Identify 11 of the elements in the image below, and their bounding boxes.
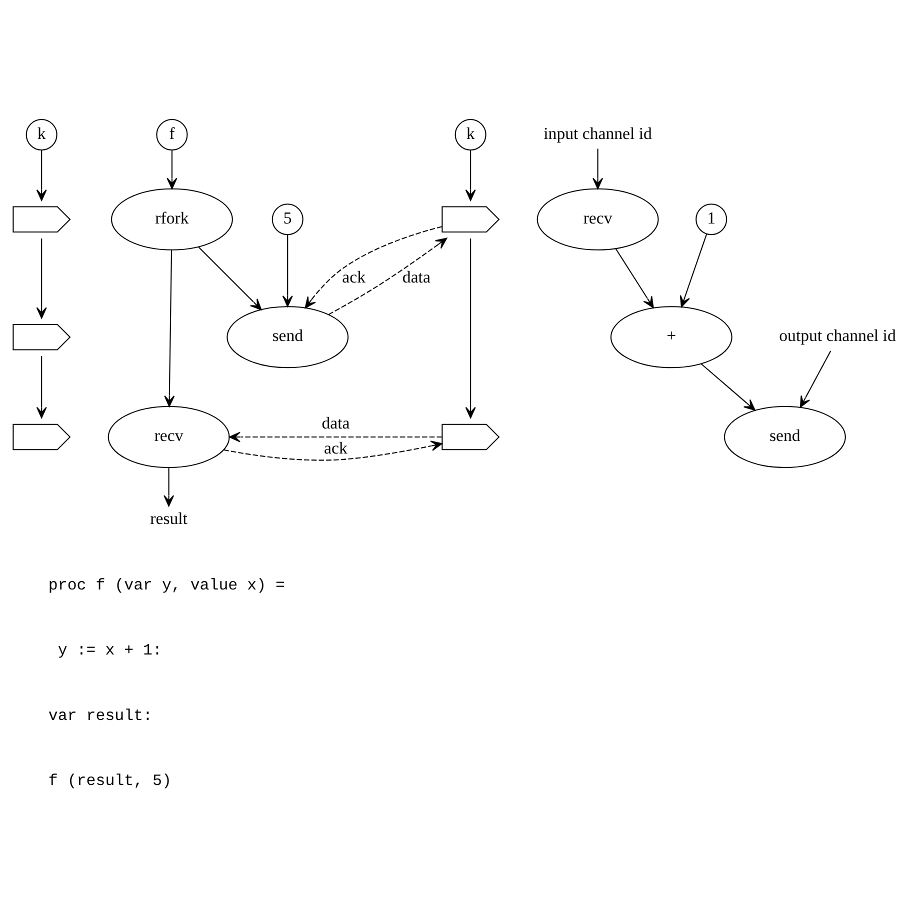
label: f (result, 5)	[48, 772, 171, 790]
node-text: input channel id	[543, 123, 652, 142]
edge-label: data	[321, 412, 350, 432]
edge-label: ack	[342, 266, 366, 286]
label: var result:	[48, 706, 152, 724]
node-text: output channel id	[778, 326, 896, 345]
node-text: result	[150, 508, 187, 528]
label: proc f (var y, value x) =	[48, 576, 284, 594]
edge-label: data	[402, 266, 430, 286]
label: y := x + 1:	[57, 641, 162, 660]
edge-label: ack	[324, 438, 347, 458]
